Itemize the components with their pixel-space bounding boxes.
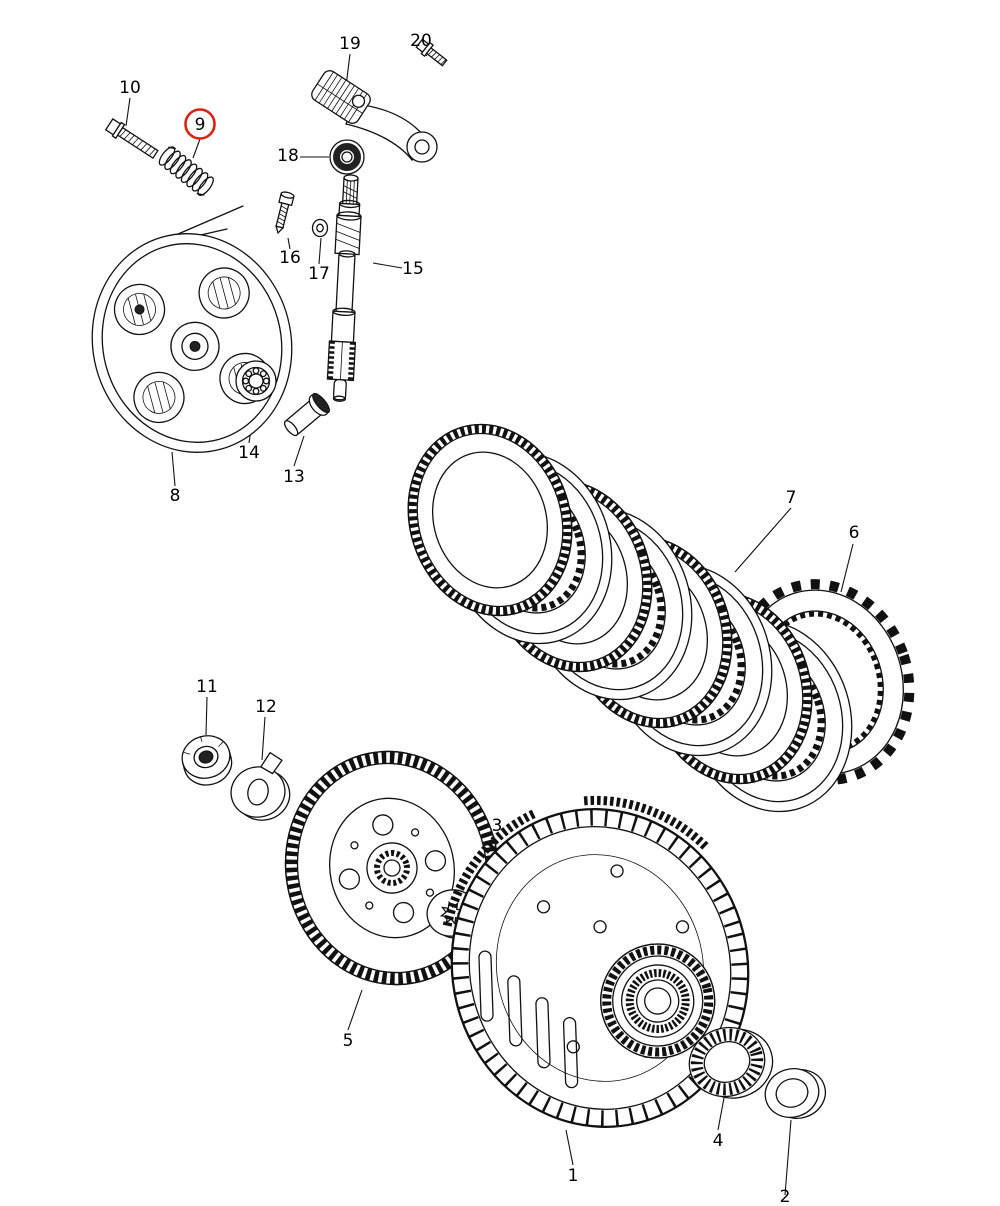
part-lock-washer [230,751,291,821]
part-label-20: 20 [410,31,432,51]
part-spacer [181,735,233,786]
highlight-circle [184,108,216,140]
part-label-6: 6 [849,523,860,543]
part-label-13: 13 [283,467,305,487]
part-clutch-housing [442,795,750,1128]
part-release-bearing [235,360,277,402]
part-label-18: 18 [277,146,299,166]
part-label-19: 19 [339,34,361,54]
part-pressure-plate [91,233,293,453]
part-label-3: 3 [492,816,503,836]
part-label-8: 8 [170,486,181,506]
part-label-9: 9 [195,115,206,135]
part-label-7: 7 [786,488,797,508]
part-clutch-release-arm [311,70,438,163]
part-label-12: 12 [255,697,277,717]
part-arm-bolt [415,38,448,67]
part-release-pin [283,392,330,437]
part-adjuster-screw [275,191,295,235]
part-label-17: 17 [308,264,330,284]
part-label-4: 4 [713,1131,724,1151]
part-needle-bearing [688,1026,774,1099]
part-release-camshaft [326,174,362,402]
part-label-1: 1 [568,1166,579,1186]
part-washer-17 [311,218,329,238]
part-spring-bolt [104,118,159,160]
part-label-14: 14 [238,443,260,463]
part-clutch-spring [158,146,214,196]
part-label-5: 5 [343,1031,354,1051]
leader-lines [125,49,854,1196]
part-label-10: 10 [119,78,141,98]
part-label-16: 16 [279,248,301,268]
part-thrust-washer [764,1068,827,1119]
part-oil-seal [329,139,365,175]
part-label-2: 2 [780,1187,791,1206]
part-label-15: 15 [402,259,424,279]
part-label-11: 11 [196,677,218,697]
